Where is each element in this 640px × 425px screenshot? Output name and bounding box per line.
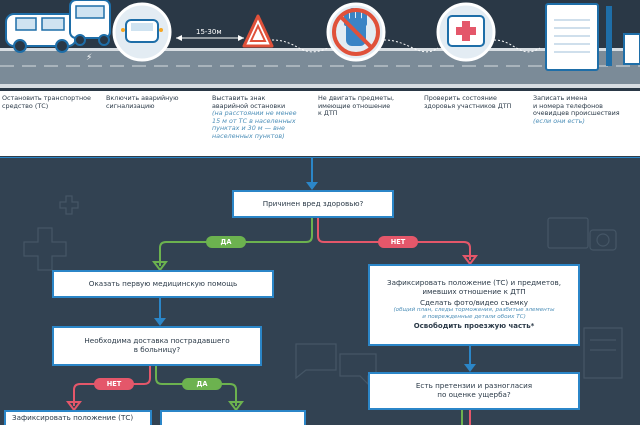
record-note: (общий план, следы торможения, разбитые … [393,307,555,320]
question-health-harm: Причинен вред здоровью? [232,190,394,218]
question-claims-box: Есть претензии и разногласия по оценке у… [368,372,580,410]
question-line-1: Есть претензии и разногласия [415,381,533,391]
steps-captions: Остановить транспортное средство (ТС) Вк… [0,91,640,160]
question-text: Причинен вред здоровью? [262,198,364,208]
step-title: Остановить транспортное средство (ТС) [2,94,91,110]
notepad-icon [545,3,640,71]
question-line-2: по оценке ущерба? [437,390,511,399]
medical-cross-icon [436,2,496,62]
question-line-2: в больницу? [133,345,181,354]
no-badge: НЕТ [378,236,418,248]
bottom-left-box: Зафиксировать положение (ТС) [4,410,152,425]
svg-text:⚡: ⚡ [86,53,92,63]
record-line-2: имевших отношение к ДТП [422,287,526,296]
yes-badge: ДА [182,378,222,390]
step-hazard-lights: Включить аварийную сигнализацию [106,94,206,110]
record-scene-box: Зафиксировать положение (ТС) и предметов… [368,264,580,346]
flowchart: Причинен вред здоровью? ДА НЕТ Оказать п… [0,158,640,425]
step-warning-sign: Выставить знак аварийной остановки (на р… [212,94,312,141]
do-not-touch-icon [326,2,386,62]
step-title: Проверить состояние здоровья участников … [424,94,512,110]
bottom-middle-box [160,410,306,425]
step-stop-vehicle: Остановить транспортное средство (ТС) [2,94,104,110]
step-note: (на расстоянии не менее 15 м от ТС в нас… [212,109,297,140]
step-witnesses: Записать имена и номера телефонов очевид… [533,94,638,125]
road-scene: ⚡ 15-30м [0,0,640,88]
no-badge: НЕТ [94,378,134,390]
step-title: Выставить знак аварийной остановки [212,94,286,110]
first-aid-text: Оказать первую медицинскую помощь [88,278,238,288]
question-hospital-box: Необходима доставка пострадавшего в боль… [52,326,262,366]
illustration-strip: ⚡ 15-30м [0,0,640,92]
distance-label: 15-30м [196,28,222,36]
warning-triangle-icon [242,14,274,48]
step-do-not-move: Не двигать предметы, имеющие отношение к… [318,94,418,118]
hazard-car-icon [112,2,172,62]
step-note: (если они есть) [533,116,585,125]
record-line-3: Сделать фото/видео съемку [419,297,529,307]
yes-badge: ДА [206,236,246,248]
first-aid-box: Оказать первую медицинскую помощь [52,270,274,298]
bottom-left-text: Зафиксировать положение (ТС) [12,413,134,422]
step-title: Не двигать предметы, имеющие отношение к… [318,94,395,118]
step-title: Записать имена и номера телефонов очевид… [533,94,620,118]
crashed-cars-icon: ⚡ [5,0,111,63]
record-line-1: Зафиксировать положение (ТС) и предметов… [386,278,562,288]
record-line-4: Освободить проезжую часть* [413,322,535,330]
question-line-1: Необходима доставка пострадавшего [84,336,230,346]
step-check-health: Проверить состояние здоровья участников … [424,94,528,110]
distance-arrow-icon [176,35,244,41]
step-title: Включить аварийную сигнализацию [106,94,179,110]
